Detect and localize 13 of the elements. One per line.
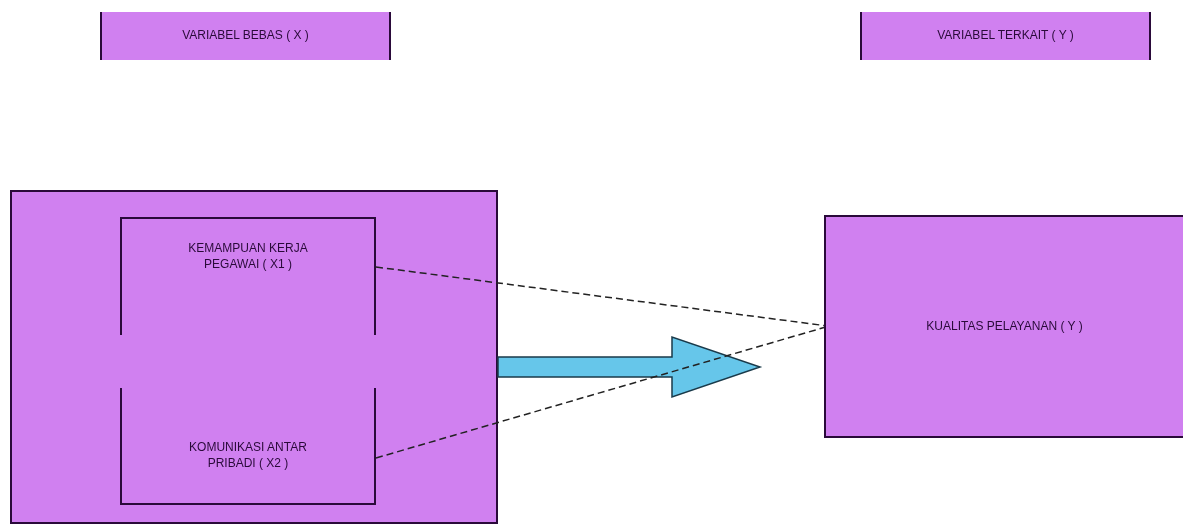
variable-label: KOMUNIKASI ANTAR PRIBADI ( X2 ) xyxy=(188,439,308,472)
variable-header xyxy=(100,12,391,60)
variable-header xyxy=(860,12,1151,60)
variable-label: VARIABEL TERKAIT ( Y ) xyxy=(937,28,1074,44)
variable-box xyxy=(120,217,376,335)
block-arrow xyxy=(497,335,763,399)
dashed-line xyxy=(375,326,825,459)
group-box xyxy=(10,190,498,524)
variable-label: VARIABEL BEBAS ( X ) xyxy=(182,28,309,44)
variable-box xyxy=(824,215,1183,438)
variable-label: KUALITAS PELAYANAN ( Y ) xyxy=(926,318,1083,335)
variable-label: KEMAMPUAN KERJA PEGAWAI ( X1 ) xyxy=(187,241,309,273)
variable-box xyxy=(120,388,376,505)
